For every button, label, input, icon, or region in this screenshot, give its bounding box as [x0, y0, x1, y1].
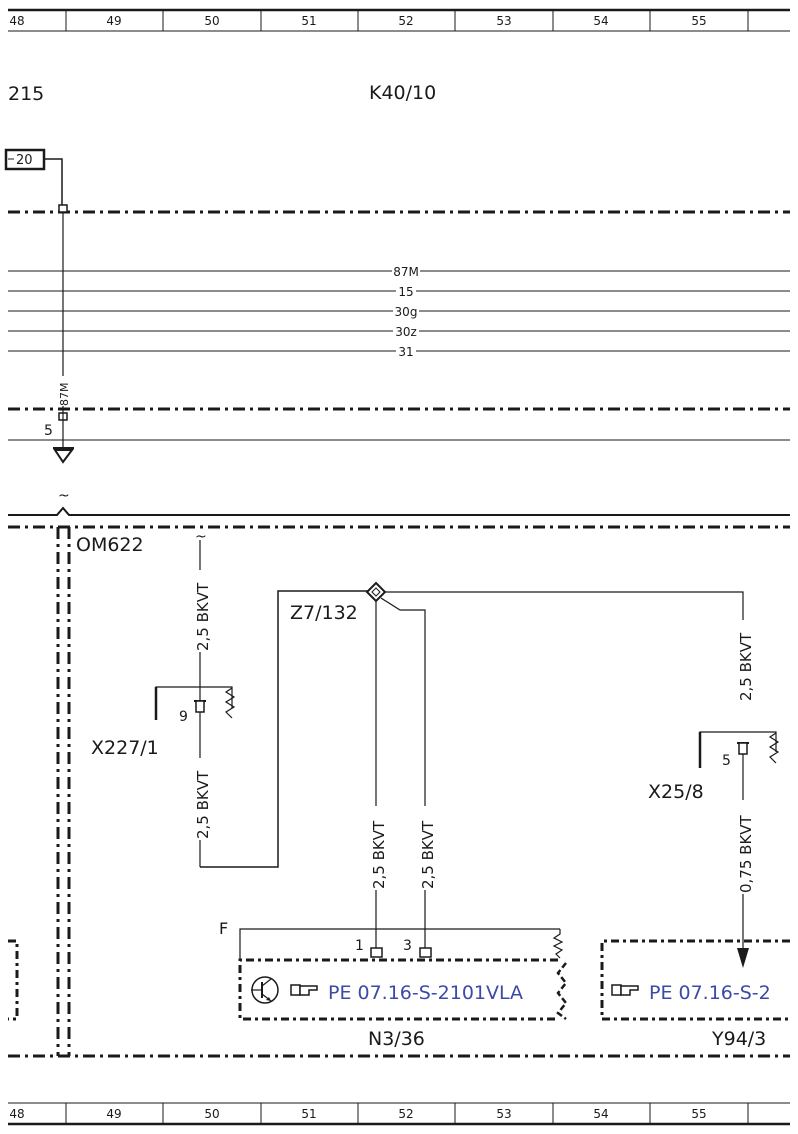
- tilde-break-x227: ~: [195, 529, 207, 545]
- n3-36-pin-1: 1: [355, 938, 364, 954]
- ruler-bottom-col: 50: [204, 1107, 219, 1121]
- ruler-top-col: 48: [9, 14, 24, 28]
- y94-3-box: [600, 939, 790, 1021]
- bus-lines: 87M 15 30g 30z 31: [8, 265, 790, 359]
- ruler-bottom-col: 51: [301, 1107, 316, 1121]
- x25-8-connector: 5: [698, 731, 780, 769]
- bottom-ruler: 48 49 50 51 52 53 54 55: [8, 1102, 790, 1126]
- wire-label: 2,5 BKVT: [194, 770, 212, 839]
- om622-label: OM622: [76, 534, 144, 556]
- ruler-bottom-col: 48: [9, 1107, 24, 1121]
- x25-8-pin: 5: [722, 753, 731, 769]
- ruler-bottom-col: 54: [593, 1107, 608, 1121]
- n3-36-box: [238, 958, 568, 1021]
- ruler-bottom-col: 55: [691, 1107, 706, 1121]
- x227-1-connector: 9: [154, 686, 236, 725]
- pin-5-label: 5: [44, 423, 53, 439]
- z7-132-label: Z7/132: [290, 602, 358, 624]
- ruler-top-col: 50: [204, 14, 219, 28]
- x227-1-pin: 9: [179, 709, 188, 725]
- ruler-top-col: 53: [496, 14, 511, 28]
- wire-label: 2,5 BKVT: [737, 632, 755, 701]
- ruler-bottom-col: 49: [106, 1107, 121, 1121]
- ground-symbol: [53, 447, 74, 464]
- x227-1-label: X227/1: [91, 737, 159, 759]
- ruler-top-col: 49: [106, 14, 121, 28]
- wire-label: 0,75 BKVT: [737, 814, 755, 893]
- ruler-bottom-col: 53: [496, 1107, 511, 1121]
- pointing-hand-icon: [290, 984, 318, 996]
- harness-separator: [8, 506, 790, 516]
- transistor-icon: [251, 976, 279, 1004]
- y94-3-reference-link[interactable]: PE 07.16-S-2: [649, 982, 771, 1004]
- bus-30g: 30g: [395, 305, 418, 319]
- n3-36-reference-link[interactable]: PE 07.16-S-2101VLA: [328, 982, 523, 1004]
- connector-20: 20: [4, 148, 63, 206]
- n3-36-label: N3/36: [368, 1028, 425, 1050]
- bus-30z: 30z: [395, 325, 417, 339]
- ruler-top-col: 52: [398, 14, 413, 28]
- partial-box-left: [8, 939, 19, 1021]
- ruler-top-col: 54: [593, 14, 608, 28]
- ruler-top-col: 51: [301, 14, 316, 28]
- k40-10-label: K40/10: [369, 82, 436, 104]
- ruler-top-col: 55: [691, 14, 706, 28]
- wire-label: 2,5 BKVT: [370, 820, 388, 889]
- connector-20-pin: 20: [16, 153, 33, 168]
- x25-8-label: X25/8: [648, 781, 704, 803]
- n3-36-pin-3: 3: [403, 938, 412, 954]
- f-label: F: [219, 919, 228, 938]
- arrow-down-icon: [737, 948, 749, 968]
- bus-15: 15: [398, 285, 413, 299]
- wire-87m-label: 87M: [58, 383, 71, 407]
- tilde-break: ~: [58, 488, 70, 504]
- y94-3-label: Y94/3: [711, 1028, 766, 1050]
- wire-label: 2,5 BKVT: [419, 820, 437, 889]
- ruler-bottom-col: 52: [398, 1107, 413, 1121]
- bus-87m: 87M: [393, 265, 419, 279]
- pointing-hand-icon: [611, 984, 639, 996]
- bus-31: 31: [398, 345, 413, 359]
- left-reference-label: 215: [8, 83, 44, 105]
- wire-label: 2,5 BKVT: [194, 582, 212, 651]
- top-ruler: 48 49 50 51 52 53 54 55: [8, 8, 790, 32]
